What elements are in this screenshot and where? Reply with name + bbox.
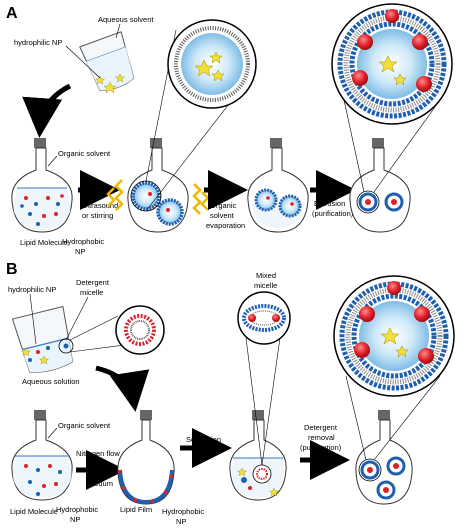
flask-b3 — [229, 410, 287, 501]
aqueous-solvent-label: Aqueous solvent — [98, 15, 154, 24]
panel-a-letter: A — [6, 5, 18, 22]
large-liposome-a — [331, 3, 453, 125]
step-a1-line1: Ultrasound — [82, 201, 118, 210]
step-b1-line1: Nitrogen flow — [76, 449, 120, 458]
detergent-beaker — [11, 305, 74, 373]
flask-b4 — [355, 410, 413, 505]
mixed-micelle-label-1: Mixed — [256, 271, 276, 280]
step-a2-line3: evaporation — [206, 221, 245, 230]
hydrophilic-np-label-b: hydrophilic NP — [8, 285, 56, 294]
mixed-micelle-zoom — [237, 291, 291, 345]
step-b1-line2: Vacuum — [86, 479, 113, 488]
step-a3-line2: (purification) — [312, 209, 354, 218]
flask-a2 — [127, 138, 189, 233]
hydrophobic-np-label-b-1: Hydrophobic — [56, 505, 98, 514]
beaker-b-contents — [20, 338, 74, 365]
detergent-micelle-label-2: micelle — [80, 288, 103, 297]
step-a2-line1: Organic — [210, 201, 237, 210]
organic-solvent-label-b: Organic solvent — [58, 421, 111, 430]
hydrophilic-stars-beaker — [94, 73, 126, 94]
lipid-film-label: Lipid Film — [120, 505, 152, 514]
flask-a4 — [349, 138, 411, 233]
lipid-molecule-label-a: Lipid Molecule — [20, 238, 68, 247]
detergent-micelle-zoom — [115, 305, 165, 355]
step-a3-line1: Extrusion — [314, 199, 345, 208]
hydrophobic-np-label-a-2: NP — [75, 247, 85, 256]
hydrophobic-np-film-label-2: NP — [176, 517, 186, 526]
step-a1-line2: or stirring — [82, 211, 113, 220]
hydrophobic-np-label-b-2: NP — [70, 515, 80, 524]
step-b3-line1: Detergent — [304, 423, 338, 432]
step-a2-line2: solvent — [210, 211, 235, 220]
panel-b-letter: B — [6, 261, 18, 278]
flask-b1 — [11, 410, 73, 501]
mixed-micelle-label-2: micelle — [254, 281, 277, 290]
organic-solvent-label-a: Organic solvent — [58, 149, 111, 158]
lipid-molecule-label-b: Lipid Molecule — [10, 507, 58, 516]
ultrasound-zigzag — [106, 179, 210, 215]
panel-a: A Aqueous solvent hydrophilic NP — [6, 3, 453, 256]
aqueous-solution-label: Aqueous solution — [22, 377, 80, 386]
hydrophilic-np-label-a: hydrophilic NP — [14, 38, 62, 47]
flask-a3 — [247, 138, 309, 233]
curved-arrow-a — [22, 83, 72, 138]
lipid-dots-a1 — [20, 194, 64, 226]
step-b3-line3: (purification) — [300, 443, 342, 452]
zoom-liposome-a — [167, 19, 257, 109]
detergent-micelle-label-1: Detergent — [76, 278, 110, 287]
step-b2: Sonication — [186, 435, 221, 444]
large-liposome-b — [333, 275, 455, 397]
panel-b: B hydrophilic NP Detergent micelle Aqueo… — [6, 261, 455, 526]
flask-b2 — [117, 410, 175, 505]
flask-a1 — [11, 138, 73, 233]
hydrophobic-np-film-label-1: Hydrophobic — [162, 507, 204, 516]
step-b3-line2: removal — [308, 433, 335, 442]
hydrophobic-np-label-a-1: Hydrophobic — [62, 237, 104, 246]
curved-arrow-b — [95, 365, 150, 412]
